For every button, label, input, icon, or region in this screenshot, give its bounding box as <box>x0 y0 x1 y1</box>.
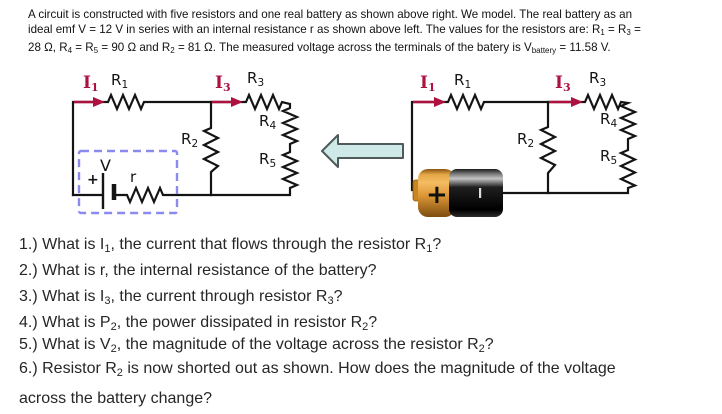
label-r2-right: R2 <box>517 130 535 150</box>
label-r4-right: R4 <box>600 110 618 130</box>
question-5: 5.) What is V2, the magnitude of the vol… <box>19 336 494 355</box>
battery-orange-cap <box>418 169 455 217</box>
question-2: 2.) What is r, the internal resistance o… <box>19 262 377 279</box>
label-r3-left: R3 <box>247 69 265 89</box>
label-battery-plus: + <box>87 172 99 188</box>
question-6: 6.) Resistor R2 is now shorted out as sh… <box>19 360 616 407</box>
question-4: 4.) What is P2, the power dissipated in … <box>19 314 378 333</box>
question-3: 3.) What is I3, the current through resi… <box>19 288 343 307</box>
left-circuit-diagram <box>71 92 300 215</box>
battery-model-dashed-box <box>77 149 179 215</box>
problem-statement-text: A circuit is constructed with five resis… <box>28 8 641 55</box>
question-1: 1.) What is I1, the current that flows t… <box>19 236 442 255</box>
right-circuit-r2-branch <box>538 100 558 195</box>
i1-arrowhead-icon-right <box>434 97 446 107</box>
left-block-arrow-icon <box>321 134 404 168</box>
label-internal-resistance-r: r <box>130 168 137 186</box>
i1-arrowhead-icon <box>93 97 105 107</box>
label-r3-right: R3 <box>589 69 607 89</box>
real-battery-image: + I <box>412 169 503 217</box>
i3-arrowhead-icon <box>231 97 243 107</box>
label-r4-left: R4 <box>259 112 277 132</box>
battery-terminal-mark: I <box>478 185 482 202</box>
left-circuit-wires <box>71 92 300 205</box>
battery-black-body <box>449 169 503 217</box>
i3-arrowhead-icon-right <box>571 97 583 107</box>
label-emf-v: V <box>100 156 111 175</box>
right-circuit-wires <box>410 92 638 195</box>
label-i3-left: I3 <box>215 73 231 94</box>
label-r2-left: R2 <box>181 130 199 150</box>
label-r1-right: R1 <box>454 71 472 91</box>
label-r5-left: R5 <box>259 150 277 170</box>
label-i1-right: I1 <box>420 73 436 94</box>
left-circuit-r2-branch <box>201 100 221 197</box>
label-i1-left: I1 <box>83 73 99 94</box>
label-i3-right: I3 <box>555 73 571 94</box>
right-circuit-diagram: + I <box>410 92 638 217</box>
battery-plus-mark: + <box>426 180 448 210</box>
label-r1-left: R1 <box>111 71 129 91</box>
label-r5-right: R5 <box>600 147 618 167</box>
